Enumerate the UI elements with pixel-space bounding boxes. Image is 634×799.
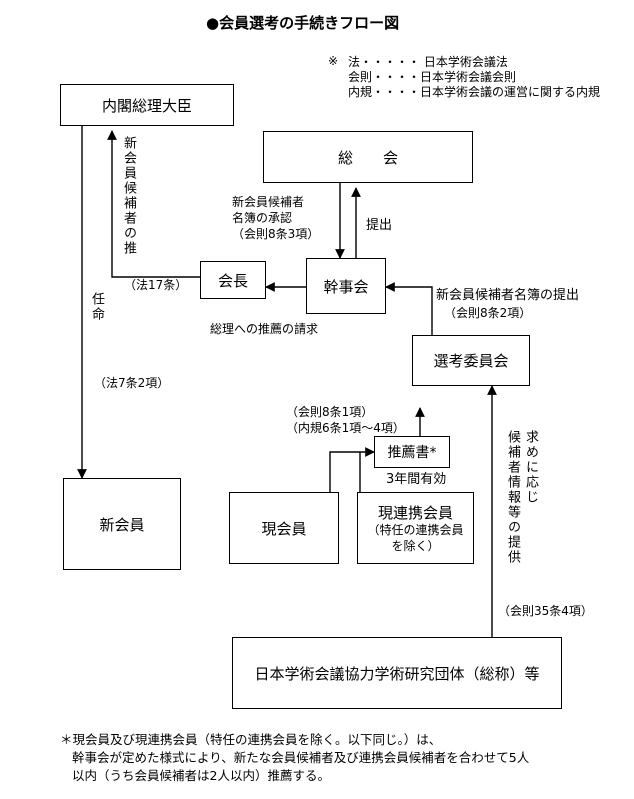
legend-internal: 内規・・・・日本学術会議の運営に関する内規 bbox=[348, 85, 601, 99]
chair-label: 会長 bbox=[217, 271, 248, 290]
selection-committee-box: 選考委員会 bbox=[412, 335, 530, 386]
law17-label: （法17条） bbox=[124, 278, 188, 292]
on-request-label: 求めに応じ bbox=[522, 430, 538, 505]
general-assembly-box: 総 会 bbox=[263, 131, 473, 183]
rule35-label: （会則35条4項） bbox=[498, 604, 593, 618]
current-member-box: 現会員 bbox=[229, 492, 339, 564]
request-label: 総理への推薦の請求 bbox=[210, 322, 319, 336]
academic-org-box: 日本学術会議協力学術研究団体（総称）等 bbox=[232, 637, 562, 709]
new-member-label: 新会員 bbox=[99, 515, 145, 534]
rule8-1-label: （会則8条1項） （内規6条1項～4項） bbox=[286, 405, 405, 436]
liaison-member-title: 現連携会員 bbox=[377, 503, 453, 522]
rule8-2-label: （会則8条2項） bbox=[444, 306, 532, 320]
approval-label: 新会員候補者 名簿の承認 （会則8条3項） bbox=[232, 195, 320, 242]
valid-3years-label: 3年間有効 bbox=[386, 472, 447, 487]
chair-to-pm-line bbox=[107, 130, 200, 278]
exec-committee-box: 幹事会 bbox=[306, 258, 386, 314]
selection-committee-label: 選考委員会 bbox=[433, 352, 509, 370]
general-assembly-label: 総 会 bbox=[337, 148, 398, 167]
page-title: ●会員選考の手続きフロー図 bbox=[206, 14, 400, 32]
liaison-member-box: 現連携会員 （特任の連携会員を除く） bbox=[357, 492, 474, 564]
academic-org-label: 日本学術会議協力学術研究団体（総称）等 bbox=[254, 664, 540, 683]
candidate-info-label: 候補者情報等の提供 bbox=[504, 430, 520, 565]
recommendation-label: 推薦書* bbox=[387, 445, 437, 461]
legend-law: 法・・・・・ 日本学術会議法 bbox=[348, 55, 508, 69]
recommendation-box: 推薦書* bbox=[374, 436, 450, 468]
footnote-line-2: 幹事会が定めた様式により、新たな会員候補者及び連携会員候補者を合わせて5人 bbox=[72, 750, 530, 765]
law7-label: （法7条2項） bbox=[94, 376, 170, 390]
liaison-member-sub: （特任の連携会員を除く） bbox=[367, 522, 464, 553]
candidate-recommend-label: 新会員候補者の推 bbox=[120, 136, 136, 256]
appoint-label: 任命 bbox=[88, 292, 104, 322]
footnote-line-1: ＊現会員及び現連携会員（特任の連携会員を除く。以下同じ。）は、 bbox=[60, 732, 442, 747]
new-member-box: 新会員 bbox=[63, 478, 181, 570]
pm-label: 内閣総理大臣 bbox=[101, 96, 192, 115]
submit-label: 提出 bbox=[366, 218, 393, 233]
legend-mark: ※ bbox=[328, 54, 339, 68]
footnote-line-3: 以内（うち会員候補者は2人以内）推薦する。 bbox=[72, 768, 330, 783]
chair-box: 会長 bbox=[200, 261, 266, 299]
committee-to-exec-line bbox=[385, 282, 433, 335]
pm-box: 内閣総理大臣 bbox=[60, 84, 234, 126]
current-member-label: 現会員 bbox=[261, 519, 307, 538]
list-submit-label: 新会員候補者名簿の提出 bbox=[436, 288, 580, 303]
members-to-recommend-line bbox=[329, 447, 375, 492]
legend-rules: 会則・・・・日本学術会議会則 bbox=[348, 70, 517, 84]
exec-committee-label: 幹事会 bbox=[323, 277, 369, 296]
